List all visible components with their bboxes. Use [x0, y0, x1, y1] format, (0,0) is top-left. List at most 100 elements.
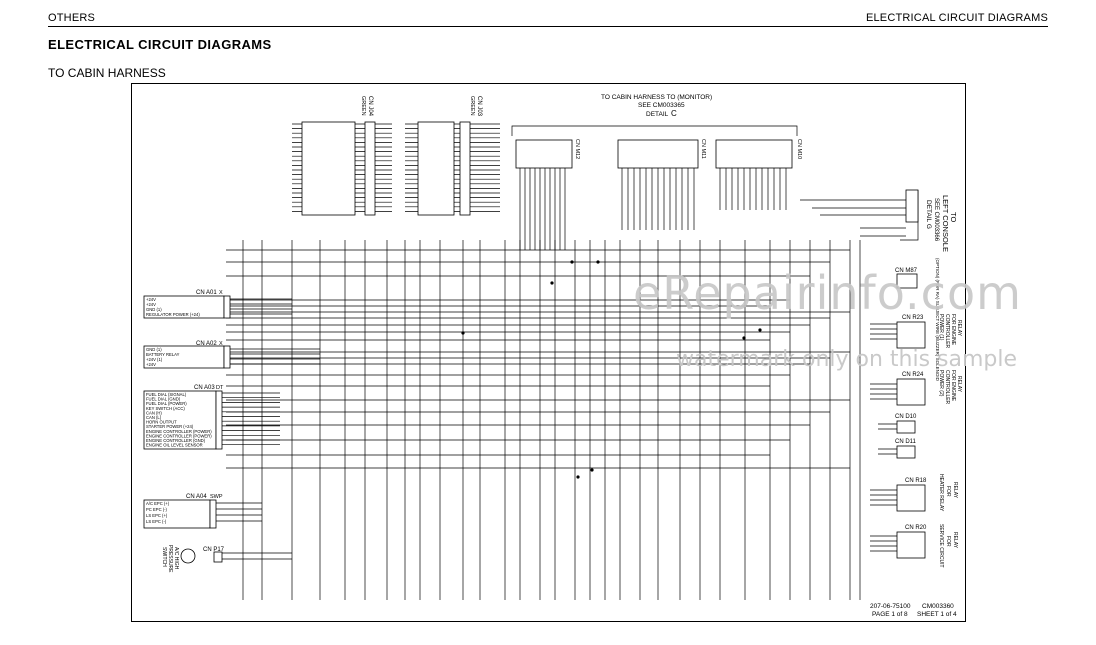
cn-a03-row: ENGINE CONTROLLER (GND) — [146, 438, 206, 443]
r20-side-2: FOR — [945, 536, 951, 547]
cn-a03-tag: DT — [216, 385, 224, 391]
wire — [511, 125, 798, 136]
junction-dot — [742, 336, 746, 340]
cn-a03-row: HORN OUTPUT — [146, 420, 177, 425]
label-layer: CN J04 GREEN CN J03 GREEN TO CABIN HARNE… — [161, 94, 962, 618]
cn-m10-label: CN M10 — [796, 139, 802, 159]
cn-r24-label: CN R24 — [902, 372, 924, 378]
cn-p17-label: CN P17 — [203, 547, 225, 553]
cn-a04-body — [209, 499, 217, 529]
r23-side-3: CONTROLLER — [944, 314, 950, 349]
page-header-right: ELECTRICAL CIRCUIT DIAGRAMS — [865, 12, 1048, 24]
cn-a03-row: FUEL DIAL (SIGNAL) — [146, 392, 187, 397]
cn-j03-body — [459, 121, 471, 216]
m87-side-label: (OPTION) (FOR RA) SUBJECT WIRE (BUZZER) … — [935, 258, 940, 382]
junction-dot — [596, 260, 600, 264]
monitor-detail-letter: C — [671, 109, 677, 118]
cn-a03-row: FUEL DIAL (GND) — [146, 397, 181, 402]
junction-dot — [570, 260, 574, 264]
r23-side-4: POWER (1) — [938, 314, 944, 341]
r18-side-1: RELAY — [952, 482, 958, 499]
cn-m11-label: CN M11 — [700, 139, 706, 159]
cn-a04-tag: SWP — [210, 494, 223, 500]
monitor-title: TO CABIN HARNESS TO (MONITOR) — [601, 94, 712, 101]
junction-dot — [576, 475, 580, 479]
cn-d11-body — [896, 445, 916, 459]
cn-a04-table — [143, 499, 211, 529]
r18-side-3: HEATER RELAY — [938, 474, 944, 512]
junction-dot — [550, 281, 554, 285]
r24-side-3: CONTROLLER — [944, 370, 950, 405]
footer-part-no: 207-06-75100 — [870, 603, 911, 610]
page-header-left: OTHERS — [48, 12, 96, 24]
cn-a03-row: CAN (H) — [146, 410, 162, 415]
p17-side-3: SWITCH — [161, 547, 167, 567]
cn-j03-wire-table — [417, 121, 455, 216]
section-title: TO CABIN HARNESS — [48, 66, 166, 80]
cn-a02-row: GND (1) — [146, 347, 162, 352]
cn-a03-table — [143, 390, 217, 450]
monitor-see: SEE CM003365 — [638, 102, 685, 109]
cn-m87-body — [896, 273, 918, 289]
cn-a02-tag: X — [219, 341, 223, 347]
cn-j04-body — [364, 121, 376, 216]
cn-j04-label: CN J04 — [367, 96, 373, 117]
cn-d10-body — [896, 420, 916, 434]
r23-side-1: RELAY — [956, 320, 962, 337]
cn-j03-color: GREEN — [469, 96, 475, 116]
diagram-frame — [131, 83, 966, 622]
left-console-4: DETAIL G — [925, 200, 932, 229]
cn-r24-body — [896, 378, 926, 406]
footer-page: PAGE 1 of 8 — [872, 611, 908, 618]
cn-a04-row: PC EPC (-) — [146, 507, 168, 512]
left-console-3: SEE CM003366 — [933, 198, 939, 242]
cn-a03-row: STARTER POWER (+24) — [146, 424, 194, 429]
cn-a01-tag: X — [219, 290, 223, 296]
cn-a03-body — [215, 390, 223, 450]
junction-dot — [590, 468, 594, 472]
cn-a04-row: LS EPC (-) — [146, 519, 167, 524]
cn-m12-label: CN M12 — [574, 139, 580, 159]
cn-a03-row: CAN (L) — [146, 415, 162, 420]
cn-a01-body — [223, 295, 231, 319]
cn-p17-switch — [180, 548, 196, 564]
cn-a01-row: +24V — [146, 297, 156, 302]
cn-a02-body — [223, 345, 231, 369]
footer-cm: CM003360 — [922, 603, 954, 610]
cn-a02-row: +24V (1) — [146, 357, 163, 362]
p17-side-2: PRESSURE — [167, 545, 173, 573]
r24-side-2: FOR ENGINE — [950, 370, 956, 402]
cn-a01-label: CN A01 — [196, 290, 217, 296]
r18-side-2: FOR — [945, 486, 951, 497]
cn-a03-row: FUEL DIAL (POWER) — [146, 401, 187, 406]
cn-a01-row: REGULATOR POWER (+24) — [146, 312, 200, 317]
cn-a01-row: +24V — [146, 302, 156, 307]
left-console-1: TO — [949, 212, 958, 222]
left-console-body — [905, 189, 919, 223]
junction-dot — [758, 328, 762, 332]
r23-side-2: FOR ENGINE — [950, 314, 956, 346]
cn-a03-row: ENGINE OIL LEVEL SENSOR — [146, 443, 203, 448]
cn-a03-row: ENGINE CONTROLLER (POWER) — [146, 429, 212, 434]
cn-r18-label: CN R18 — [905, 478, 927, 484]
cn-r23-label: CN R23 — [902, 315, 924, 321]
cn-a03-label: CN A03 — [194, 385, 215, 391]
cn-j04-wire-table — [301, 121, 356, 216]
r20-side-1: RELAY — [952, 532, 958, 549]
cn-a02-row: +24V — [146, 362, 156, 367]
p17-side-1: A/C HIGH — [173, 547, 179, 570]
cn-p17-body — [213, 551, 223, 563]
cn-a03-row: ENGINE CONTROLLER (POWER) — [146, 433, 212, 438]
cn-a04-row: LS EPC (+) — [146, 513, 168, 518]
cn-m11-body — [617, 139, 699, 169]
cn-a02-row: BATTERY RELAY — [146, 352, 180, 357]
cn-a01-row: GND (1) — [146, 307, 162, 312]
cn-m87-label: CN M87 — [895, 268, 918, 274]
cn-r20-body — [896, 531, 926, 559]
cn-r23-body — [896, 321, 926, 349]
cn-a03-row: KEY SWITCH (ACC) — [146, 406, 185, 411]
cn-d11-label: CN D11 — [895, 439, 917, 445]
footer-sheet: SHEET 1 of 4 — [917, 611, 957, 618]
